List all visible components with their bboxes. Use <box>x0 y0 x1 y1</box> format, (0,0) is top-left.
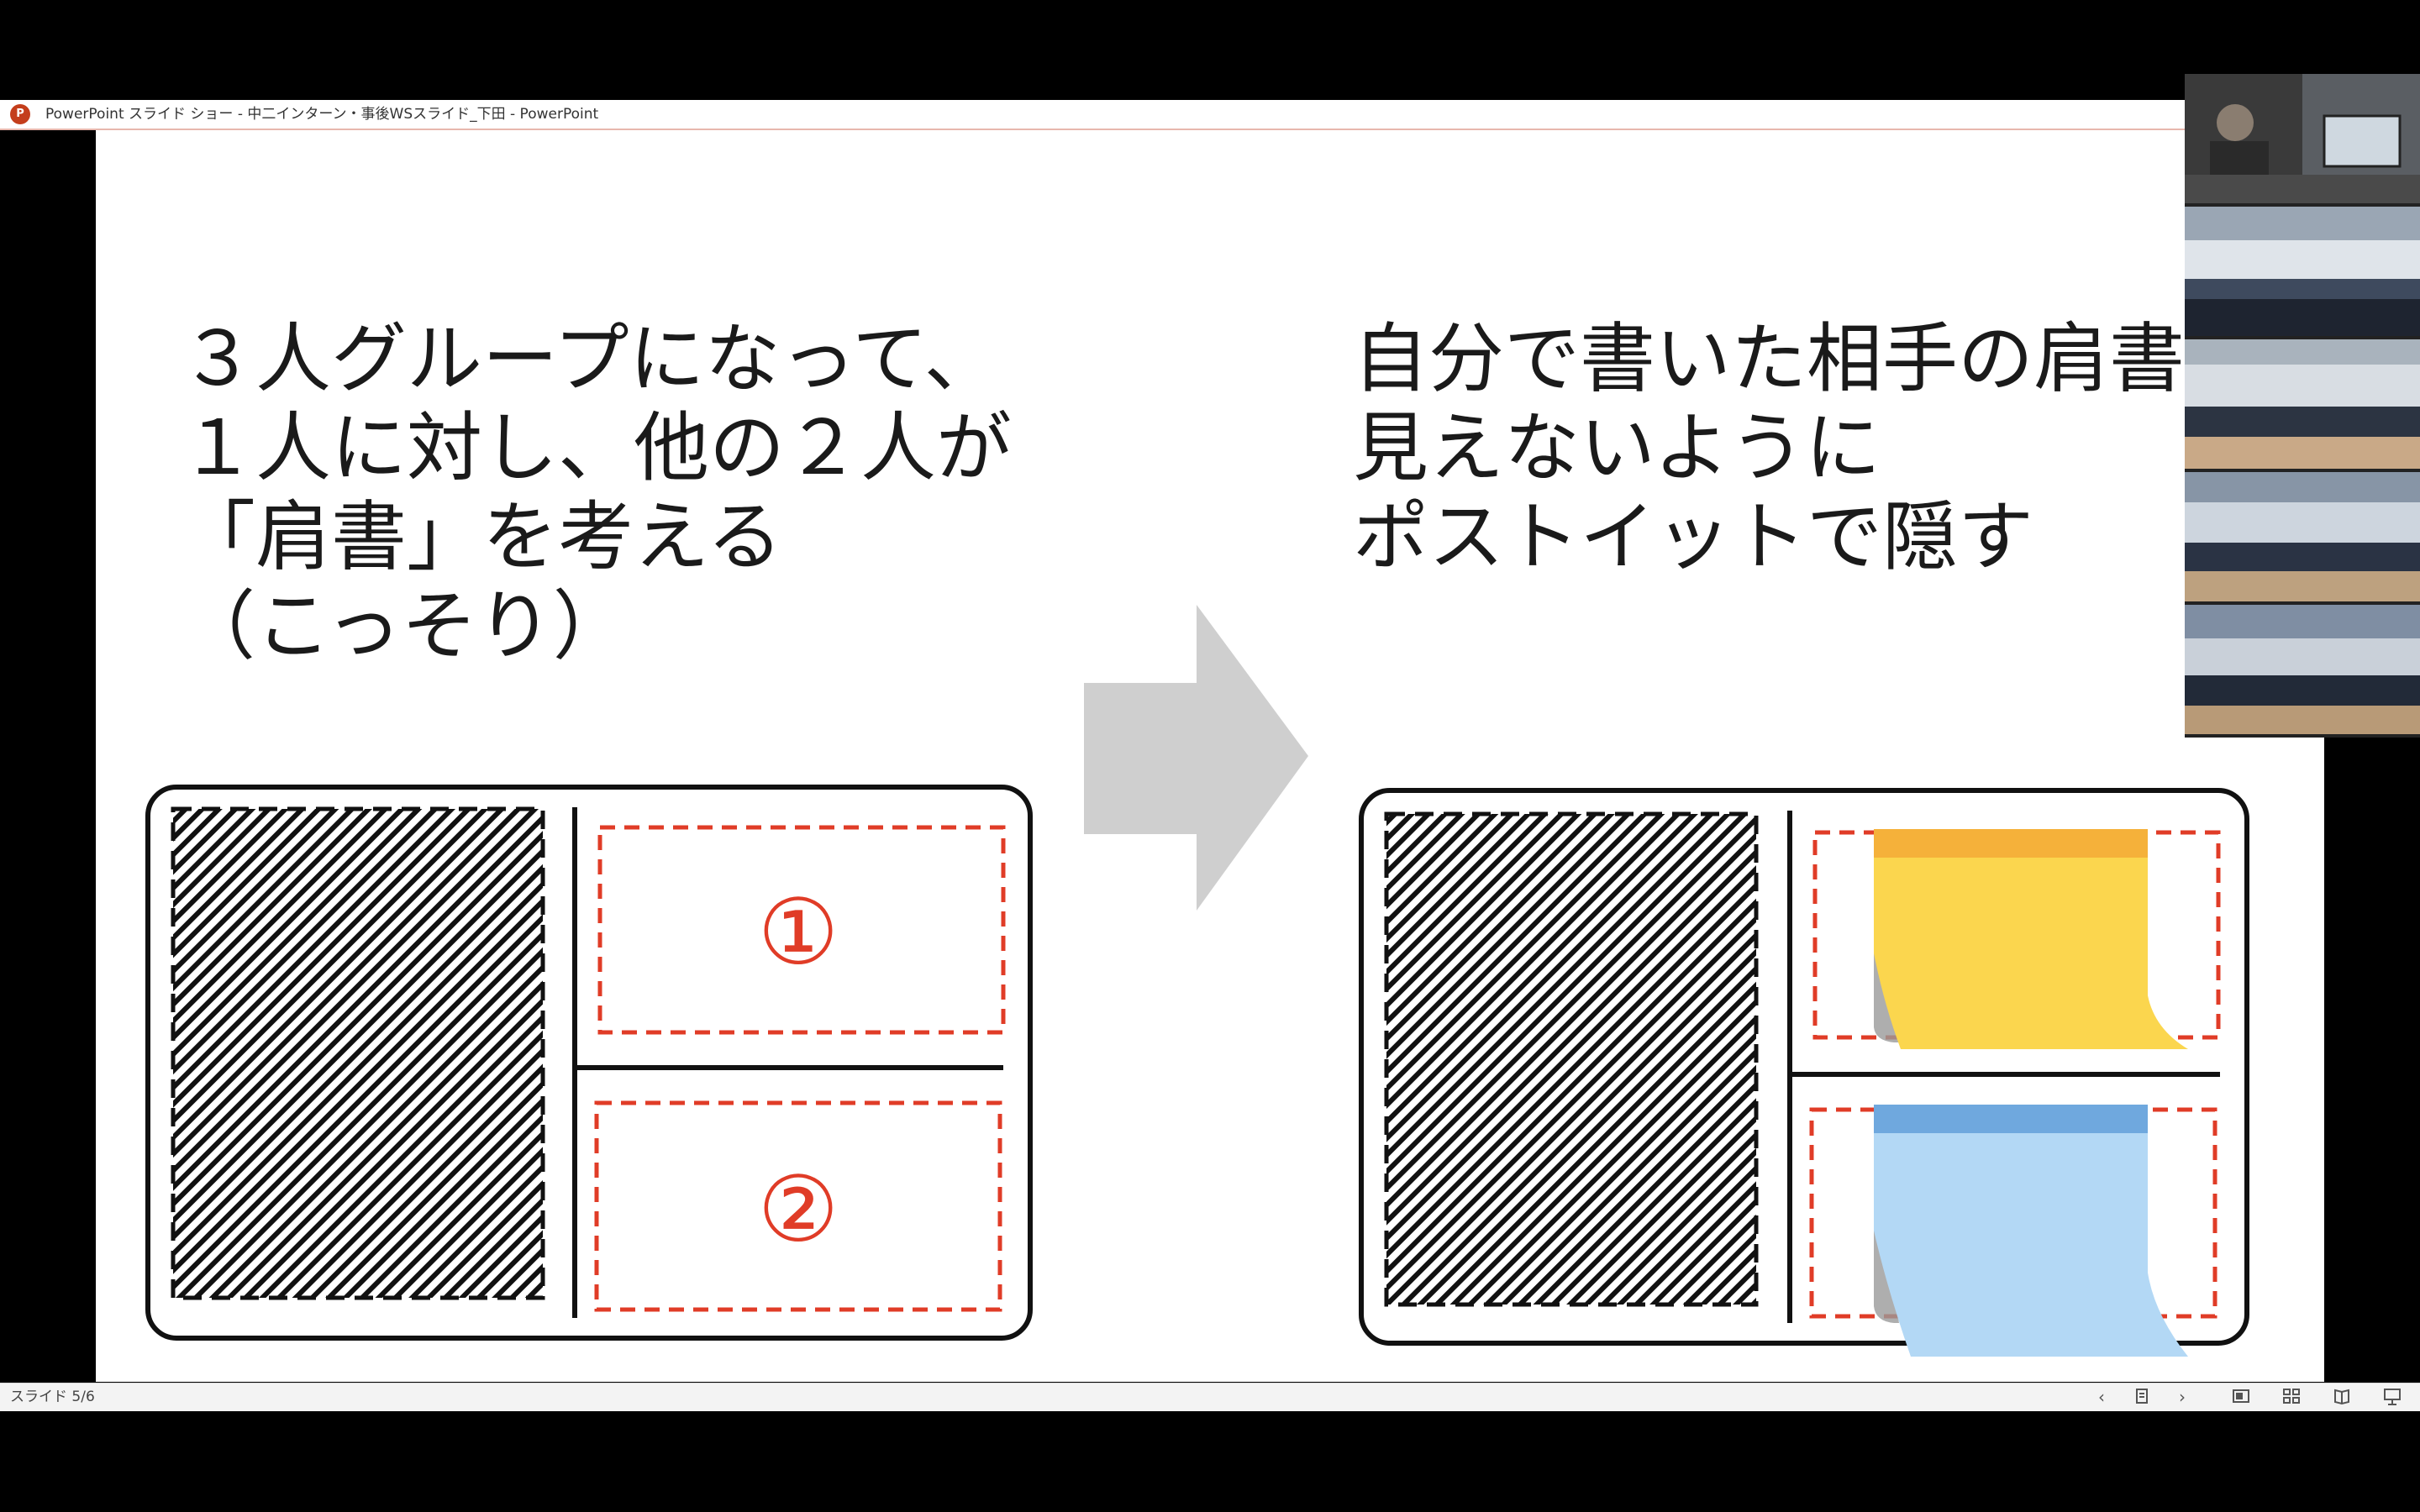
slide-menu-button[interactable] <box>2131 1387 2153 1407</box>
previous-slide-button[interactable]: ‹ <box>2091 1387 2112 1407</box>
left-instruction-text: ３人グループになって、 １人に対し、他の２人が 「肩書」を考える （こっそり） <box>180 315 1012 670</box>
video-tile-gym-3[interactable] <box>2185 472 2420 601</box>
video-tile-gym-1[interactable] <box>2185 207 2420 336</box>
slide-canvas[interactable]: ３人グループになって、 １人に対し、他の２人が 「肩書」を考える （こっそり） … <box>96 130 2324 1382</box>
reading-view-button[interactable] <box>2331 1387 2353 1407</box>
chevron-right-icon: › <box>2179 1387 2186 1407</box>
status-bar: スライド 5/6 ‹ › <box>0 1383 2420 1411</box>
chevron-left-icon: ‹ <box>2098 1387 2105 1407</box>
photo-area-hatched <box>171 806 545 1300</box>
card-diagram-right <box>1359 788 2249 1357</box>
powerpoint-app-icon: P <box>10 104 30 124</box>
title-bar: P PowerPoint スライド ショー - 中二インターン・事後WSスライド… <box>0 100 2420 130</box>
video-tile-gym-2[interactable] <box>2185 339 2420 469</box>
slide-diagrams: ① ② <box>145 605 2249 1357</box>
slide-sorter-view-button[interactable] <box>2281 1387 2302 1407</box>
normal-view-button[interactable] <box>2230 1387 2252 1407</box>
video-tile-gym-4[interactable] <box>2185 605 2420 734</box>
slide-counter: スライド 5/6 <box>10 1389 95 1405</box>
title-box-2-label: ② <box>758 1158 839 1263</box>
video-tile-presenter-room[interactable] <box>2185 74 2420 203</box>
window-title: PowerPoint スライド ショー - 中二インターン・事後WSスライド_下… <box>45 106 599 123</box>
sticky-note-yellow <box>1874 829 2188 1049</box>
slide-menu-icon <box>2136 1389 2148 1404</box>
title-box-1-label: ① <box>758 880 839 985</box>
reading-view-icon <box>2334 1389 2349 1405</box>
title-box-1 <box>597 825 1006 1035</box>
card-diagram-left: ① ② <box>145 785 1033 1341</box>
right-arrow-icon <box>1084 605 1308 911</box>
sticky-note-blue <box>1874 1105 2188 1357</box>
powerpoint-window: P PowerPoint スライド ショー - 中二インターン・事後WSスライド… <box>0 100 2420 1411</box>
normal-view-icon <box>2233 1389 2249 1403</box>
title-box-2 <box>594 1100 1002 1312</box>
next-slide-button[interactable]: › <box>2171 1387 2193 1407</box>
photo-area-hatched <box>1384 811 1759 1307</box>
video-thumbnail-panel <box>2185 74 2420 738</box>
slide-show-icon <box>2384 1389 2401 1405</box>
slide-sorter-icon <box>2283 1389 2300 1404</box>
slide-show-view-button[interactable] <box>2381 1387 2403 1407</box>
right-instruction-text: 自分で書いた相手の肩書が 見えないように ポストイットで隠す <box>1353 315 2260 581</box>
